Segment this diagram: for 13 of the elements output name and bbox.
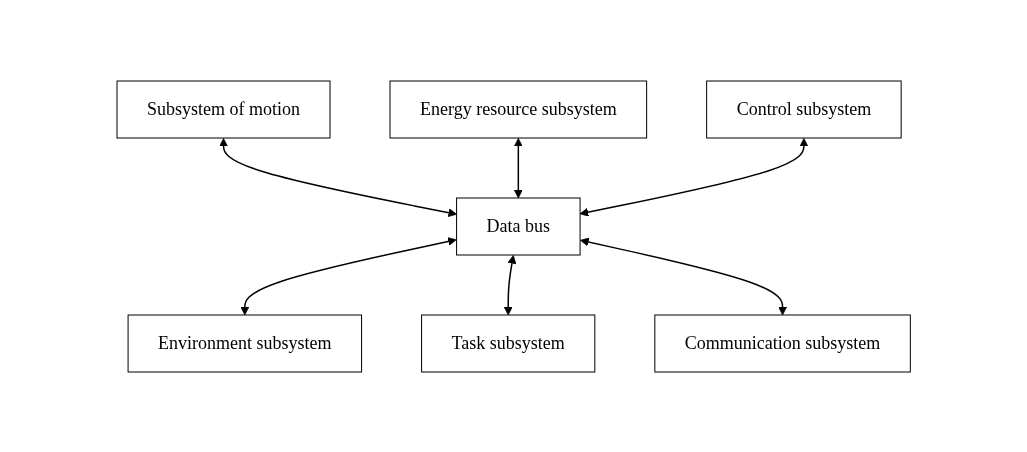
arrow — [513, 137, 523, 198]
arrow — [240, 236, 457, 315]
node-box: Environment subsystem — [127, 314, 362, 372]
node-box: Data bus — [455, 197, 581, 255]
node-box: Communication subsystem — [654, 314, 911, 372]
arrow — [503, 254, 517, 315]
node-box: Task subsystem — [420, 314, 596, 372]
node-box: Subsystem of motion — [116, 80, 331, 138]
node-box: Control subsystem — [705, 80, 902, 138]
arrow — [579, 237, 787, 315]
arrow — [218, 137, 457, 217]
arrow — [579, 137, 809, 217]
node-box: Energy resource subsystem — [389, 80, 647, 138]
